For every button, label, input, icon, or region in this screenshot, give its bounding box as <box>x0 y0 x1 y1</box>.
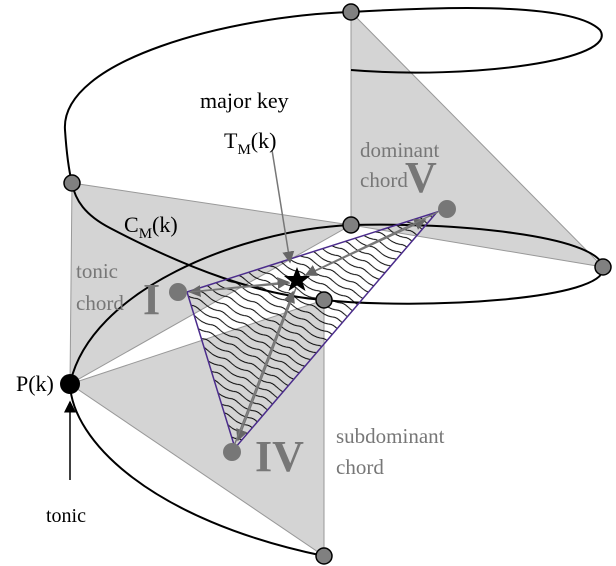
pitch-node <box>315 291 333 309</box>
tm-label: TM(k) <box>224 128 276 158</box>
dominant-numeral: V <box>405 153 437 202</box>
tonic-chord-label-line2: chord <box>76 291 124 315</box>
pitch-node <box>315 547 333 565</box>
pk-label: P(k) <box>16 371 54 396</box>
key-center-star-icon <box>284 267 310 291</box>
dominant-chord-point <box>438 200 456 218</box>
dominant-triangle <box>350 10 605 268</box>
pitch-node <box>63 174 81 192</box>
major-key-label: major key <box>200 88 289 113</box>
subdominant-chord-point <box>223 443 241 461</box>
subdominant-numeral: IV <box>255 432 304 481</box>
tonic-chord-point <box>169 283 187 301</box>
cm-label: CM(k) <box>124 212 178 242</box>
chord-arrows <box>188 149 439 447</box>
dominant-chord-label-line2: chord <box>360 168 408 192</box>
tonic-chord-label-line1: tonic <box>76 259 118 283</box>
pitch-node <box>342 3 360 21</box>
subdominant-chord-label-line1: subdominant <box>336 424 445 448</box>
tonic-label: tonic <box>46 505 86 527</box>
subdominant-chord-label-line2: chord <box>336 455 384 479</box>
pitch-node <box>594 258 612 276</box>
tonic-numeral: I <box>143 275 160 324</box>
major-key-region <box>186 210 440 450</box>
tonic-pitch-node <box>60 374 80 394</box>
pitch-node <box>342 216 360 234</box>
dominant-chord-label-line1: dominant <box>360 138 439 162</box>
pitch-nodes <box>63 3 612 565</box>
